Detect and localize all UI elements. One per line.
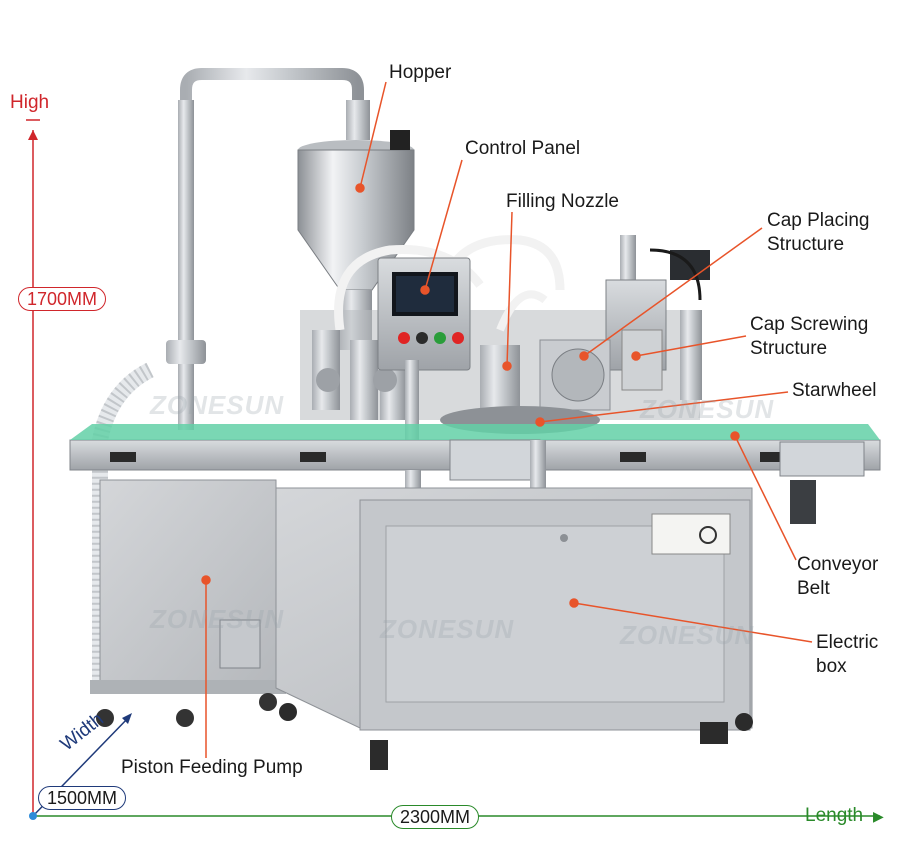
label-cap-screwing-2: Structure xyxy=(750,338,828,359)
label-cap-screwing: Cap Screwing xyxy=(750,314,869,335)
conveyor-belt xyxy=(70,424,880,440)
watermark: ZONESUN xyxy=(640,394,775,424)
width-value: 1500MM xyxy=(38,786,127,810)
label-control-panel: Control Panel xyxy=(465,138,581,159)
pipe-column xyxy=(178,100,194,430)
watermark: ZONESUN xyxy=(150,390,285,420)
label-conveyor-2: Belt xyxy=(797,578,830,599)
watermark: ZONESUN xyxy=(620,620,755,650)
length-arrow-icon: ▶ xyxy=(873,808,884,824)
pipe-valve xyxy=(346,100,370,140)
label-piston-pump: Piston Feeding Pump xyxy=(121,757,303,778)
label-conveyor: Conveyor xyxy=(797,554,879,575)
label-cap-placing: Cap Placing xyxy=(767,210,870,231)
label-electric-2: box xyxy=(816,656,847,677)
watermark: ZONESUN xyxy=(150,604,285,634)
length-label: Length xyxy=(805,805,864,826)
label-filling-nozzle: Filling Nozzle xyxy=(506,191,619,212)
height-label: High xyxy=(10,92,50,113)
height-value: 1700MM xyxy=(18,287,107,311)
label-hopper: Hopper xyxy=(389,62,452,83)
label-starwheel: Starwheel xyxy=(792,380,877,401)
callout-lines xyxy=(201,81,813,758)
length-value: 2300MM xyxy=(391,805,480,829)
top-pipe xyxy=(180,68,364,330)
watermark: ZONESUN xyxy=(380,614,515,644)
label-electric: Electric xyxy=(816,632,879,653)
label-cap-placing-2: Structure xyxy=(767,234,845,255)
